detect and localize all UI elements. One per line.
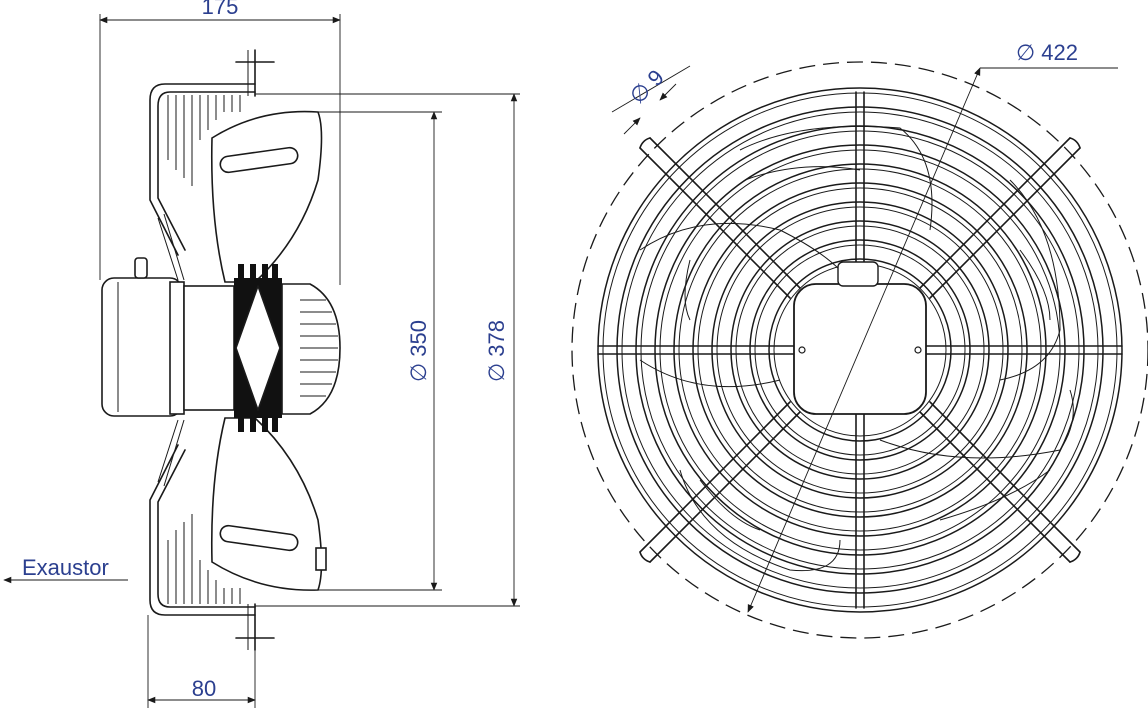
hub-nose	[281, 283, 341, 415]
dim-hole-diameter: ∅ 9	[611, 65, 691, 135]
mounting-screw-top-symbol	[235, 49, 275, 97]
mounting-screw-bottom-symbol	[235, 603, 275, 651]
airflow-direction: Exaustor	[3, 555, 128, 584]
guard-ribs-bottom	[167, 514, 241, 604]
dim-housing-diameter: ∅ 378	[255, 93, 520, 607]
plate-screw-right	[914, 346, 922, 354]
dim-mount-depth: 80	[147, 615, 256, 708]
fan-blade-top	[210, 110, 323, 283]
dim-housing-diameter-label: ∅ 378	[484, 320, 509, 382]
guard-inner-ribs	[157, 213, 185, 487]
dim-mounting-diameter: ∅ 422	[747, 40, 1118, 613]
dim-hole-diameter-label: ∅ 9	[625, 65, 669, 109]
dim-mount-depth-label: 80	[192, 676, 216, 701]
dim-overall-depth: 175	[99, 0, 341, 285]
guard-ribs-top	[167, 95, 241, 186]
housing-flange-bottom	[149, 444, 256, 616]
plate-screw-left	[798, 346, 806, 354]
dim-blade-diameter: ∅ 350	[318, 111, 442, 591]
terminal-box	[837, 261, 879, 287]
airflow-label: Exaustor	[22, 555, 109, 580]
dim-overall-depth-label: 175	[202, 0, 239, 19]
dim-blade-diameter-label: ∅ 350	[406, 320, 431, 382]
side-view: 175 80 ∅ 350 ∅ 378 Exaustor	[3, 0, 520, 708]
fan-blade-bottom	[210, 417, 323, 591]
dim-mounting-diameter-label: ∅ 422	[1016, 40, 1078, 65]
mounting-circle	[571, 61, 1148, 639]
front-view: ∅ 422 ∅ 9	[571, 40, 1148, 639]
housing-flange-top	[149, 83, 256, 256]
